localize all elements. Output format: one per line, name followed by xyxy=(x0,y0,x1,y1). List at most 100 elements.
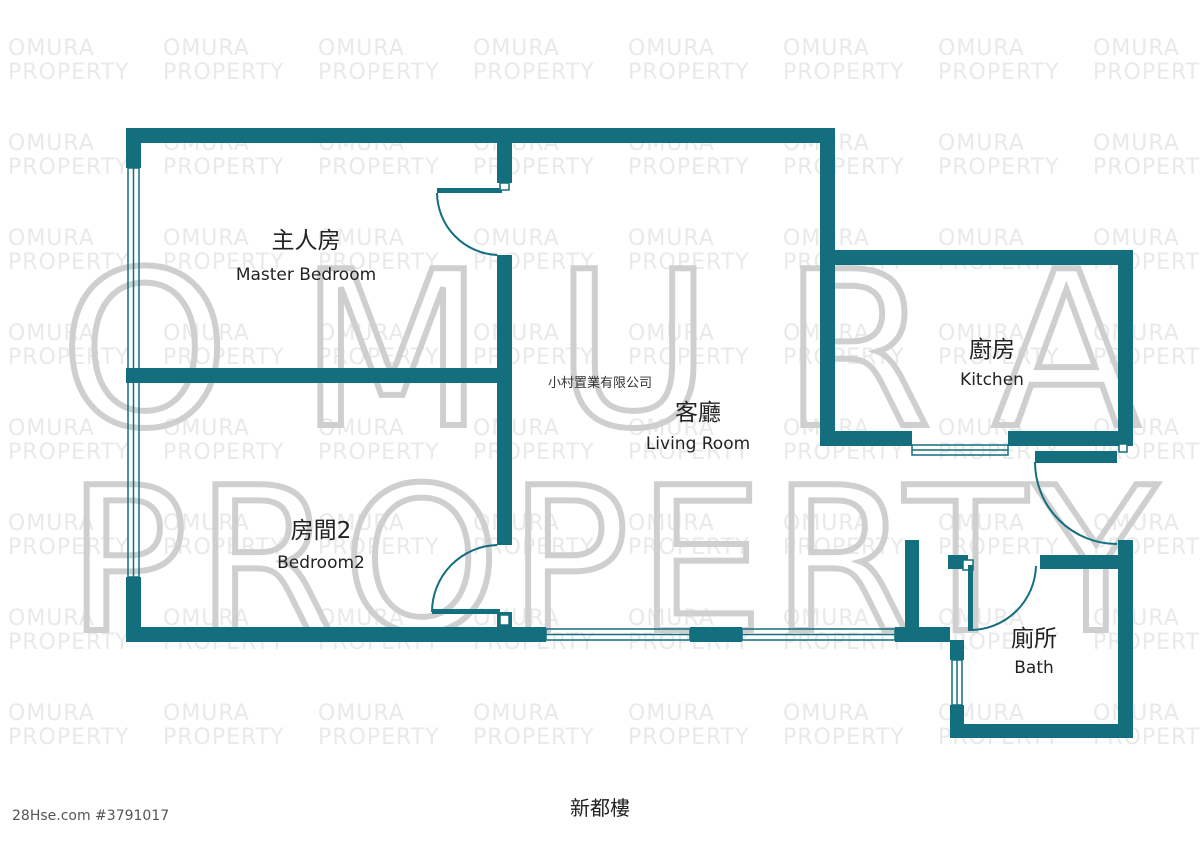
watermark-tile-line2: PROPERTY xyxy=(8,535,130,560)
watermark-tile-line1: OMURA xyxy=(318,511,405,536)
watermark-tile-line2: PROPERTY xyxy=(318,155,440,180)
wall-kitchen-stub xyxy=(1035,451,1117,463)
watermark-tile-line1: OMURA xyxy=(1093,606,1180,631)
watermark-tile-line2: PROPERTY xyxy=(628,535,750,560)
watermark-tile-line1: OMURA xyxy=(628,36,715,61)
wall-bath-left-outer xyxy=(905,540,919,642)
watermark-tile-line1: OMURA xyxy=(8,701,95,726)
doors xyxy=(431,182,1128,631)
watermark-tile-line1: OMURA xyxy=(163,511,250,536)
watermark-tile-line1: OMURA xyxy=(783,701,870,726)
watermark-tile-line1: OMURA xyxy=(938,131,1025,156)
watermark-tile-line1: OMURA xyxy=(628,701,715,726)
watermark-tile-line2: PROPERTY xyxy=(318,60,440,85)
watermark-tile-line1: OMURA xyxy=(318,416,405,441)
watermark-tile-line2: PROPERTY xyxy=(628,250,750,275)
watermark-tile-line2: PROPERTY xyxy=(8,725,130,750)
watermark-tile-line2: PROPERTY xyxy=(938,155,1060,180)
wall-kitchen-right xyxy=(1118,250,1133,446)
watermark-tile-line2: PROPERTY xyxy=(783,345,905,370)
watermark-tile-line1: OMURA xyxy=(1093,511,1180,536)
watermark-tile-line2: PROPERTY xyxy=(938,345,1060,370)
wall-top xyxy=(126,128,834,143)
watermark-tile-line1: OMURA xyxy=(628,226,715,251)
watermark-tile-line1: OMURA xyxy=(473,226,560,251)
watermark-tile-line2: PROPERTY xyxy=(783,725,905,750)
watermark-tile-line2: PROPERTY xyxy=(163,250,285,275)
watermark-tile-line2: PROPERTY xyxy=(318,535,440,560)
wall-kitchen-bottom-left xyxy=(820,431,912,446)
watermark-tile-line1: OMURA xyxy=(8,226,95,251)
watermark-tile-line2: PROPERTY xyxy=(1093,630,1200,655)
watermark-tile-line1: OMURA xyxy=(473,36,560,61)
building-name: 新都樓 xyxy=(570,796,630,820)
watermark-tile-line2: PROPERTY xyxy=(628,725,750,750)
living-room-label-zh: 客廳 xyxy=(675,400,721,426)
kitchen-label-zh: 廚房 xyxy=(969,337,1015,363)
watermark-tile-line2: PROPERTY xyxy=(938,60,1060,85)
watermark-tile-line1: OMURA xyxy=(163,701,250,726)
kitchen-label-en: Kitchen xyxy=(960,370,1024,390)
watermark-tile-line2: PROPERTY xyxy=(1093,155,1200,180)
large-watermark-line2: PROPERTY xyxy=(67,445,1158,678)
watermark-tile-line1: OMURA xyxy=(1093,226,1180,251)
watermark-tile-line1: OMURA xyxy=(473,511,560,536)
watermark-tile-line2: PROPERTY xyxy=(318,725,440,750)
watermark-tile-line1: OMURA xyxy=(8,511,95,536)
wall-kitchen-bottom-right xyxy=(1008,431,1133,446)
wall-bath-right xyxy=(1118,540,1133,738)
room-labels: 主人房 Master Bedroom 房間2 Bedroom2 小村置業有限公司… xyxy=(236,228,1057,678)
watermark-tile-line2: PROPERTY xyxy=(473,345,595,370)
watermark-tile-line1: OMURA xyxy=(1093,701,1180,726)
bath-label-en: Bath xyxy=(1014,658,1054,678)
watermark-tile-line2: PROPERTY xyxy=(628,60,750,85)
watermark-tile-line2: PROPERTY xyxy=(628,440,750,465)
watermark-tile-line1: OMURA xyxy=(938,511,1025,536)
watermark-tile-line1: OMURA xyxy=(473,321,560,346)
watermark-tile-line1: OMURA xyxy=(628,321,715,346)
company-name: 小村置業有限公司 xyxy=(548,375,652,391)
master-bedroom-label-zh: 主人房 xyxy=(272,228,341,254)
watermark-tile-line1: OMURA xyxy=(318,321,405,346)
watermark-tile-line2: PROPERTY xyxy=(1093,345,1200,370)
wall-bottom-mid xyxy=(690,627,742,642)
watermark-tile-line1: OMURA xyxy=(473,701,560,726)
watermark-tile-line1: OMURA xyxy=(8,606,95,631)
wall-left-top xyxy=(126,128,141,168)
living-room-label-en: Living Room xyxy=(646,434,750,454)
watermark-tile-line1: OMURA xyxy=(628,416,715,441)
watermark-tile-line1: OMURA xyxy=(938,36,1025,61)
wall-interior-horizontal xyxy=(126,368,510,383)
watermark-tile-line1: OMURA xyxy=(938,606,1025,631)
windows xyxy=(127,167,1009,706)
wall-bottom-right xyxy=(895,627,950,642)
watermark-tile-line1: OMURA xyxy=(163,36,250,61)
master-bedroom-label-en: Master Bedroom xyxy=(236,265,376,285)
watermark-tile-line2: PROPERTY xyxy=(163,345,285,370)
door-bedroom2 xyxy=(431,544,510,626)
watermark-tile-line2: PROPERTY xyxy=(783,60,905,85)
watermark-tile-line2: PROPERTY xyxy=(163,60,285,85)
wall-kitchen-top xyxy=(820,250,1133,265)
watermark-tile-line1: OMURA xyxy=(318,606,405,631)
watermark-tile-line2: PROPERTY xyxy=(783,155,905,180)
watermark-tile-line1: OMURA xyxy=(318,701,405,726)
watermark-tile-line1: OMURA xyxy=(163,321,250,346)
wall-bath-top xyxy=(1040,555,1133,569)
wall-bath-left-lower xyxy=(950,640,964,660)
watermark-tile-line1: OMURA xyxy=(318,226,405,251)
watermark-tile-line1: OMURA xyxy=(8,131,95,156)
watermark-tile-line1: OMURA xyxy=(473,416,560,441)
watermark-tile-line2: PROPERTY xyxy=(318,345,440,370)
watermark-tile-line1: OMURA xyxy=(628,606,715,631)
watermark-tile-line2: PROPERTY xyxy=(163,725,285,750)
watermark-tile-line1: OMURA xyxy=(163,606,250,631)
watermark-tile-line2: PROPERTY xyxy=(473,155,595,180)
watermark-tile-line2: PROPERTY xyxy=(8,630,130,655)
watermark-tile-line1: OMURA xyxy=(1093,321,1180,346)
watermark-tile-line2: PROPERTY xyxy=(318,250,440,275)
wall-interior-vertical-mid xyxy=(497,255,512,545)
wall-bath-bottom xyxy=(950,724,1133,738)
wall-right-upper xyxy=(820,128,835,446)
watermark-tile-line1: OMURA xyxy=(938,226,1025,251)
